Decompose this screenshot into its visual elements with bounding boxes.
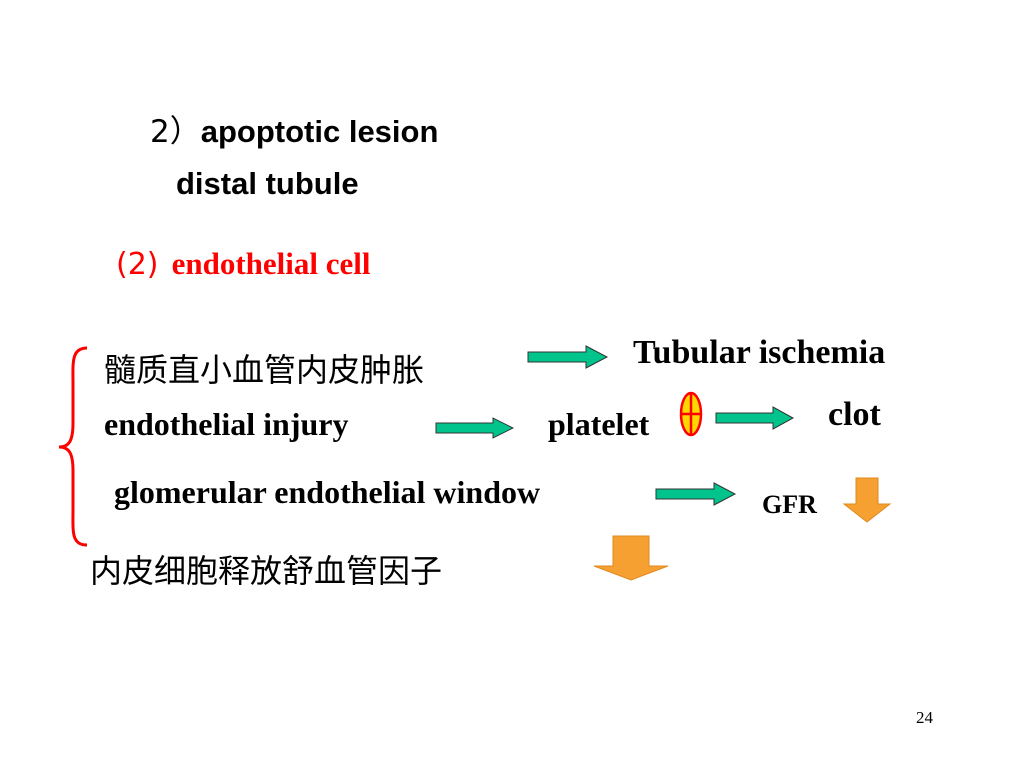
- row1-left-text: 髓质直小血管内皮肿胀: [104, 351, 425, 389]
- row2-right-text: clot: [828, 396, 881, 433]
- orange-down-arrow-icon: [842, 477, 892, 523]
- row2-mid-text: platelet: [548, 406, 650, 442]
- heading-apoptotic-lesion: 2）apoptotic lesion: [150, 106, 438, 151]
- green-right-arrow-icon: [527, 345, 609, 369]
- row3-right-text: GFR: [762, 490, 817, 519]
- heading-distal-tubule: distal tubule: [176, 166, 359, 201]
- section-title: (2) endothelial cell: [116, 246, 371, 282]
- left-curly-brace-icon: [58, 346, 88, 547]
- row4-left-text: 内皮细胞释放舒血管因子: [90, 552, 443, 590]
- circled-plus-icon: [679, 391, 703, 437]
- heading-text: apoptotic lesion: [200, 114, 439, 149]
- green-right-arrow-icon: [655, 482, 737, 506]
- row1-right-text: Tubular ischemia: [633, 334, 886, 371]
- section-title-text: endothelial cell: [171, 246, 371, 281]
- green-right-arrow-icon: [435, 417, 515, 439]
- section-number: (2): [116, 247, 159, 282]
- row2-left-text: endothelial injury: [104, 406, 349, 442]
- orange-down-arrow-icon: [593, 535, 669, 581]
- heading-number: 2）: [150, 114, 201, 150]
- green-right-arrow-icon: [715, 406, 795, 430]
- row3-left-text: glomerular endothelial window: [114, 474, 541, 510]
- page-number: 24: [916, 708, 933, 727]
